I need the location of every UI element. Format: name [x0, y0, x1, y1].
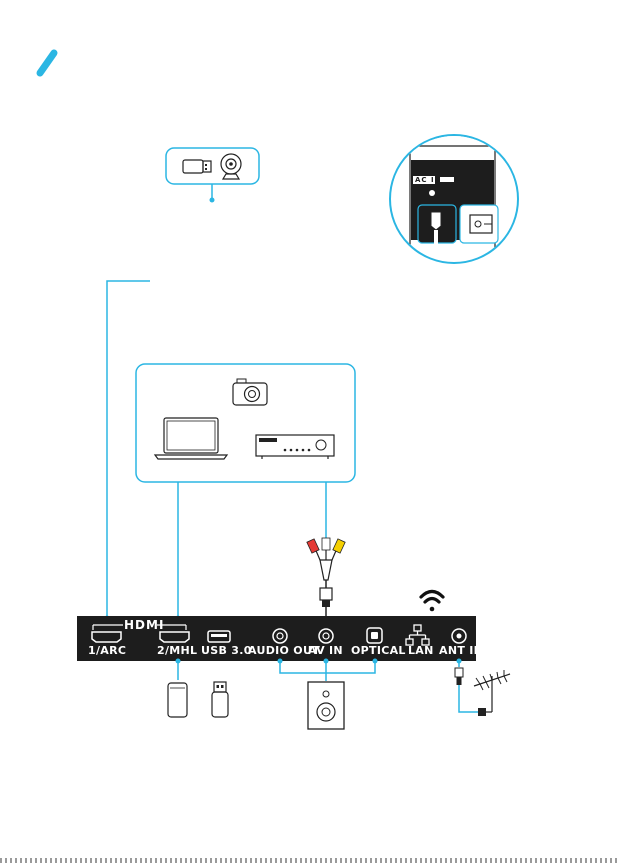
port-label-ant-in: ANT IN — [439, 644, 483, 657]
speaker-icon — [308, 682, 344, 729]
camera-icon — [233, 379, 267, 405]
power-inset-circle — [380, 130, 530, 270]
smartphone-icon — [168, 683, 187, 717]
port-label-usb: USB 3.0 — [201, 644, 252, 657]
pen-stroke-icon — [40, 53, 54, 73]
top-accessory-box — [166, 148, 259, 203]
port-label-av-in: AV IN — [308, 644, 343, 657]
ac-in-label: AC IN — [415, 176, 441, 184]
hdmi1-connection-line — [105, 281, 151, 621]
usb-stick-icon — [212, 682, 228, 717]
laptop-icon — [155, 418, 227, 459]
usb-stick-icon — [183, 160, 211, 173]
antenna-icon — [455, 659, 510, 717]
port-label-lan: LAN — [408, 644, 434, 657]
port-label-hdmi1: 1/ARC — [88, 644, 126, 657]
port-label-optical: OPTICAL — [351, 644, 406, 657]
av-receiver-icon — [256, 435, 334, 459]
bottom-dotted-border — [0, 858, 619, 863]
webcam-icon — [221, 154, 241, 179]
hdmi-group-title: HDMI — [124, 618, 164, 632]
port-label-hdmi2: 2/MHL — [157, 644, 197, 657]
source-devices-box — [136, 364, 355, 621]
wifi-icon — [421, 592, 443, 612]
rca-cable-icon — [307, 538, 345, 617]
speaker-connection-lines — [278, 659, 378, 682]
